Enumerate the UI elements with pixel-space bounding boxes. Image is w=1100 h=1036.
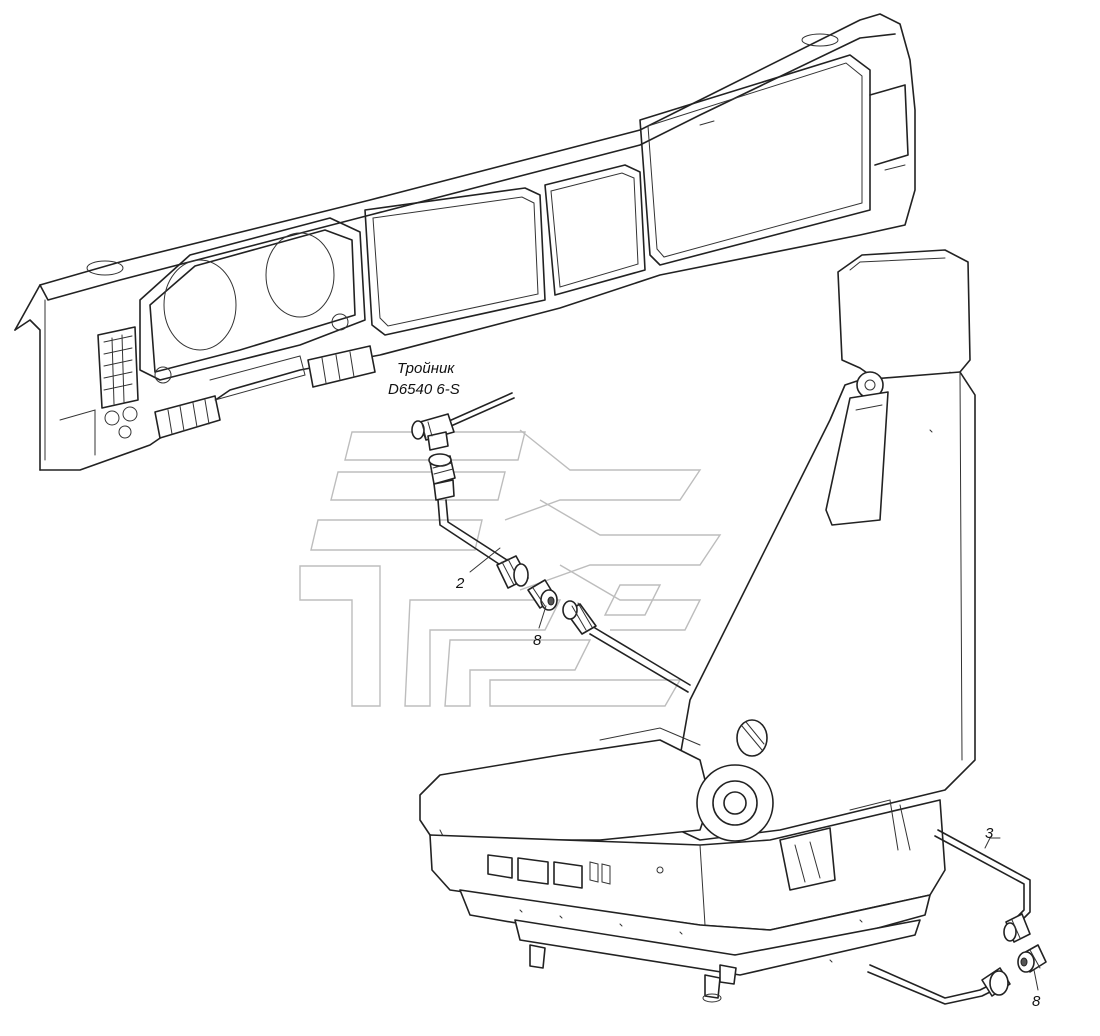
adapter-8-top-label: 8	[533, 632, 542, 649]
tee-title-label: Тройник	[397, 360, 455, 377]
pipe-2-assembly	[428, 453, 529, 589]
leader-lines	[469, 547, 1039, 991]
pipe-to-seat	[562, 600, 691, 693]
pipe-3-label: 3	[985, 825, 994, 842]
pipe-3-assembly	[867, 829, 1031, 1005]
adapter-8-bottom-label: 8	[1032, 993, 1041, 1010]
driver-seat	[419, 249, 976, 1003]
tee-code-label: D6540 6-S	[388, 381, 460, 398]
adapter-8-top	[527, 579, 558, 611]
tee-fitting	[411, 392, 515, 451]
adapter-8-bottom	[1017, 944, 1047, 973]
instrument-panel	[14, 13, 916, 471]
pipe-2-label: 2	[455, 575, 465, 592]
